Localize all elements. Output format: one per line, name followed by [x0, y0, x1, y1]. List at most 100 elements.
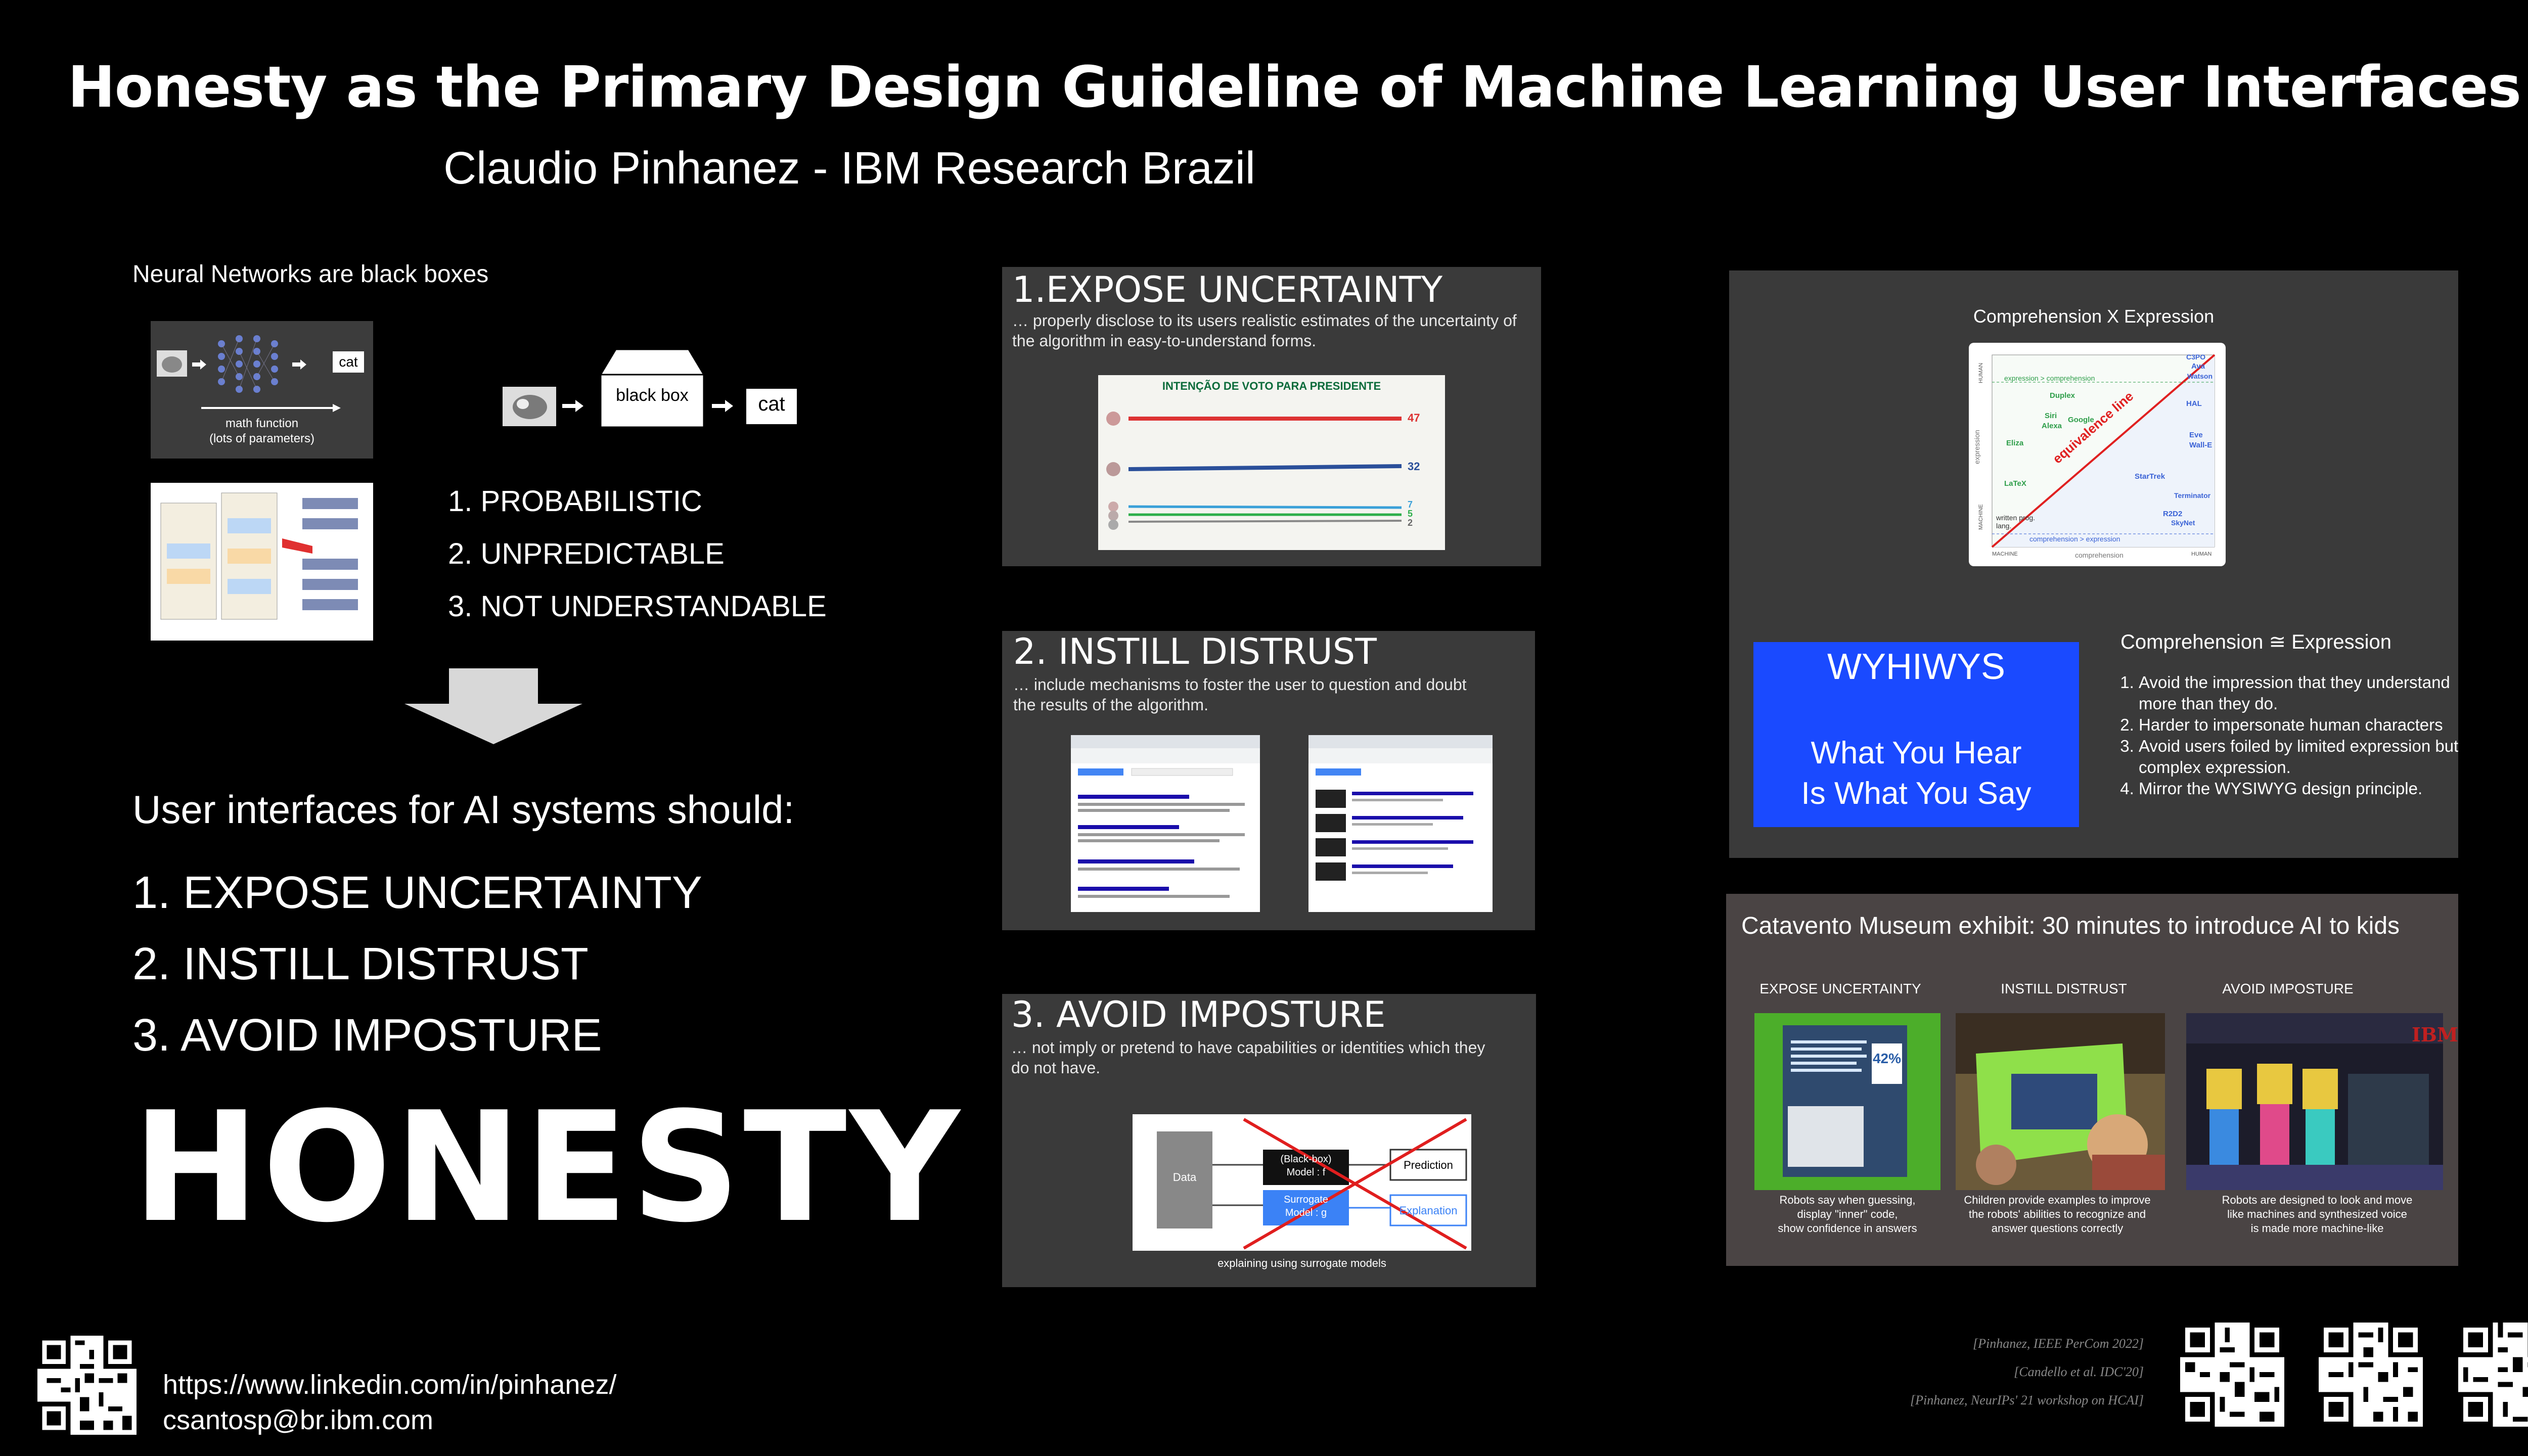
black-box-output: cat	[758, 393, 785, 415]
robot-screen: 42%	[1783, 1025, 1907, 1177]
qr-icon	[2319, 1323, 2423, 1427]
surrogate-model-diagram: Data (Black-box) Model : f Surrogate Mod…	[1133, 1114, 1471, 1251]
plot-point-green: Alexa	[2042, 422, 2062, 430]
panel-description: … not imply or pretend to have capabilit…	[1011, 1038, 1485, 1077]
plot-point-green: Google	[2068, 416, 2094, 424]
nn-heading: Neural Networks are black boxes	[132, 261, 489, 288]
search-screenshot-2	[1308, 735, 1493, 912]
museum-photo-3: IBM	[2186, 1013, 2458, 1190]
plot-point-blue: SkyNet	[2171, 519, 2195, 527]
wyhiwys-line2: Is What You Say	[1801, 776, 2032, 811]
qr-code-ref-3[interactable]	[2458, 1323, 2528, 1427]
guideline-item: 1. EXPOSE UNCERTAINTY	[132, 868, 702, 918]
plot-xlabel: comprehension	[2075, 551, 2124, 559]
panel-instill-distrust: 2. INSTILL DISTRUST … include mechanisms…	[1002, 631, 1535, 930]
plot-point-blue: Watson	[2187, 372, 2213, 380]
plot-point-blue: Eve	[2189, 431, 2203, 439]
guideline-item: 2. INSTILL DISTRUST	[132, 939, 589, 989]
diagram-explanation: Explanation	[1399, 1204, 1458, 1217]
black-box-label: black box	[616, 386, 689, 405]
email-link[interactable]: csantosp@br.ibm.com	[163, 1405, 434, 1435]
guideline-item: 3. AVOID IMPOSTURE	[132, 1010, 602, 1061]
museum-col-caption: Children provide examples to improve the…	[1964, 1194, 2151, 1235]
poll-value: 7	[1408, 499, 1413, 510]
qr-code-ref-2[interactable]	[2319, 1323, 2423, 1427]
black-box-diagram: black box cat	[501, 346, 804, 437]
reference-item: [Pinhanez, NeurIPs' 21 workshop on HCAI]	[1910, 1393, 2144, 1407]
reference-item: [Pinhanez, IEEE PerCom 2022]	[1973, 1336, 2144, 1351]
comprehension-item: Mirror the WYSIWYG design principle.	[2139, 778, 2467, 799]
diagram-prediction: Prediction	[1404, 1159, 1453, 1171]
search-results-graphic	[1078, 768, 1245, 898]
plot-point-blue: HAL	[2186, 399, 2202, 408]
neural-network-graphic	[157, 335, 364, 412]
nn-output: cat	[339, 354, 358, 370]
museum-col-caption: Robots are designed to look and move lik…	[2222, 1194, 2413, 1235]
plot-point-green: Siri	[2045, 412, 2057, 420]
poll-chart-title: INTENÇÃO DE VOTO PARA PRESIDENTE	[1098, 375, 1445, 397]
comprehension-item: Avoid users foiled by limited expression…	[2139, 736, 2467, 778]
poll-value: 47	[1408, 412, 1420, 424]
panel-comprehension: Comprehension X Expression equivalence l…	[1729, 270, 2458, 858]
guidelines-list: 1. EXPOSE UNCERTAINTY 2. INSTILL DISTRUS…	[132, 857, 702, 1071]
plot-point-blue: Terminator	[2174, 491, 2211, 499]
comprehension-equation: Comprehension ≅ Expression	[2120, 631, 2391, 653]
plot-x-machine: MACHINE	[1992, 551, 2018, 557]
confidence-display: 42%	[1872, 1043, 1902, 1084]
plot-y-machine: MACHINE	[1978, 504, 1984, 530]
nn-caption: math function (lots of parameters)	[209, 417, 315, 445]
panel-expose-uncertainty: 1.EXPOSE UNCERTAINTY … properly disclose…	[1002, 267, 1541, 566]
ibm-logo: IBM	[2412, 1023, 2458, 1046]
black-box-graphic	[503, 348, 797, 428]
museum-photo-1: 42%	[1754, 1013, 1940, 1190]
wyhiwys-box: WYHIWYS What You Hear Is What You Say	[1753, 642, 2079, 827]
museum-col-label: EXPOSE UNCERTAINTY	[1759, 981, 1921, 996]
video-results-graphic	[1316, 768, 1473, 881]
plot-point-top-right: C3PO	[2186, 353, 2206, 361]
comprehension-plot: equivalence line expression > comprehens…	[1969, 343, 2226, 566]
panel-heading: 3. AVOID IMPOSTURE	[1011, 994, 1386, 1035]
reference-item: [Candello et al. IDC'20]	[2014, 1364, 2144, 1379]
plot-y-human: HUMAN	[1978, 362, 1984, 383]
panel-heading: 2. INSTILL DISTRUST	[1013, 631, 1377, 672]
plot-x-human: HUMAN	[2191, 551, 2212, 557]
property-item: 1. PROBABILISTIC	[448, 485, 702, 518]
museum-heading: Catavento Museum exhibit: 30 minutes to …	[1741, 913, 2400, 939]
diagram-data: Data	[1172, 1171, 1197, 1184]
property-item: 3. NOT UNDERSTANDABLE	[448, 590, 827, 623]
museum-col-label: AVOID IMPOSTURE	[2222, 981, 2354, 996]
poll-lines-graphic	[1106, 412, 1402, 530]
plot-point-green: LaTeX	[2004, 479, 2026, 488]
plot-point-green: Duplex	[2050, 391, 2075, 400]
comprehension-plot-graphic	[1991, 354, 2216, 548]
plot-point-blue: R2D2	[2163, 510, 2183, 518]
poll-chart-screenshot: INTENÇÃO DE VOTO PARA PRESIDENTE 47 32 7…	[1098, 375, 1445, 550]
plot-ylabel: expression	[1973, 430, 1981, 464]
should-heading: User interfaces for AI systems should:	[132, 787, 795, 832]
qr-icon	[37, 1336, 137, 1435]
panel-description: … properly disclose to its users realist…	[1012, 311, 1517, 350]
panel-heading: 1.EXPOSE UNCERTAINTY	[1012, 269, 1443, 310]
diagram-caption: explaining using surrogate models	[1217, 1257, 1386, 1269]
comprehension-item: Avoid the impression that they understan…	[2139, 672, 2467, 714]
poll-value: 2	[1408, 518, 1413, 528]
poster-title: Honesty as the Primary Design Guideline …	[67, 55, 2521, 120]
poster-author: Claudio Pinhanez - IBM Research Brazil	[443, 143, 1255, 194]
qr-code-linkedin[interactable]	[37, 1336, 137, 1435]
wyhiwys-line1: What You Hear	[1811, 736, 2022, 770]
linkedin-link[interactable]: https://www.linkedin.com/in/pinhanez/	[163, 1370, 617, 1400]
museum-col-label: INSTILL DISTRUST	[2001, 981, 2127, 996]
nn-diagram: cat math function (lots of parameters)	[151, 321, 373, 459]
robots-exhibit-graphic	[2186, 1013, 2443, 1190]
museum-photo-2	[1956, 1013, 2165, 1190]
qr-icon	[2458, 1323, 2528, 1427]
down-arrow-icon	[404, 668, 582, 744]
references: [Pinhanez, IEEE PerCom 2022] [Candello e…	[1770, 1330, 2144, 1415]
museum-col-caption: Robots say when guessing, display "inner…	[1778, 1194, 1917, 1235]
panel-museum: Catavento Museum exhibit: 30 minutes to …	[1726, 894, 2458, 1266]
qr-code-ref-1[interactable]	[2180, 1323, 2284, 1427]
plot-point-blue: Wall-E	[2189, 441, 2213, 449]
screen-text-graphic	[1788, 1040, 1867, 1167]
diagram-surrogate-model: Surrogate Model : g	[1284, 1194, 1328, 1218]
plot-point-blue: Ava	[2191, 362, 2205, 371]
